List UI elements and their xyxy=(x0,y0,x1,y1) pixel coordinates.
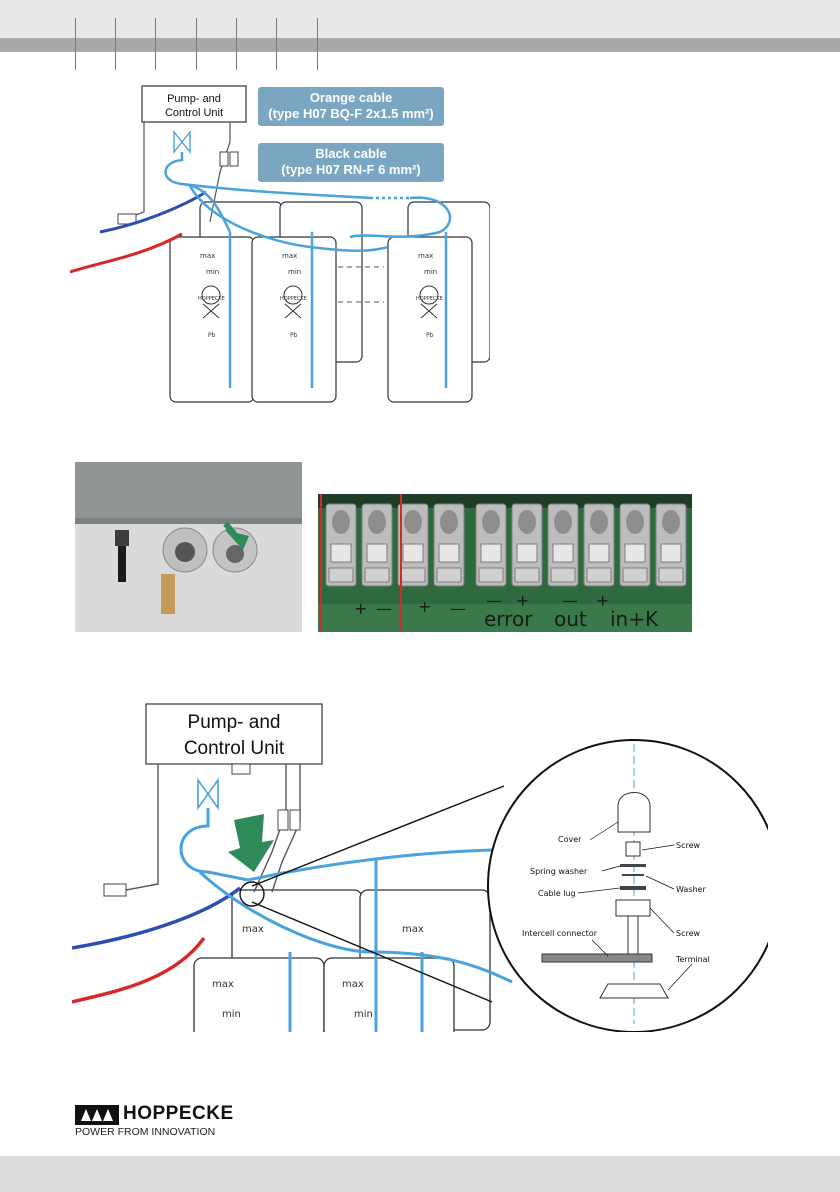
detail-screw-label: Screw xyxy=(676,929,701,938)
footer-logo: HOPPECKE POWER FROM INNOVATION xyxy=(75,1103,233,1138)
header-tick xyxy=(276,18,277,70)
terminal-minus-label: — xyxy=(562,591,578,610)
pump-unit-label: Control Unit xyxy=(165,107,223,119)
highlight-box xyxy=(320,494,402,632)
terminal-clamp xyxy=(511,503,543,587)
recycle-icon xyxy=(201,285,439,319)
header-band-dark xyxy=(0,38,840,52)
header-tick xyxy=(236,18,237,70)
arrow-icon xyxy=(225,530,249,550)
cell-min-label: min xyxy=(424,268,437,276)
cell-brand-label: HOPPECKE xyxy=(280,296,307,302)
cell-max-label: max xyxy=(200,252,215,260)
header-tick xyxy=(155,18,156,70)
brand-tagline: POWER FROM INNOVATION xyxy=(75,1126,216,1138)
orange-cable-callout: Orange cable (type H07 BQ-F 2x1.5 mm²) xyxy=(258,87,444,126)
terminal-minus-label: — xyxy=(450,599,466,618)
terminal-clamp xyxy=(475,503,507,587)
cell-min-label: min xyxy=(206,268,219,276)
terminal-minus-label: — xyxy=(486,591,502,610)
terminal-strip-photo: + — + — — + — + error out in+K xyxy=(318,494,692,632)
cell-pb-label: Pb xyxy=(290,332,298,339)
cell-max-label: max xyxy=(212,979,234,990)
brand-name: HOPPECKE xyxy=(123,1103,234,1124)
terminal-plus-label: + xyxy=(516,591,529,610)
pump-unit-label: Pump- and xyxy=(188,712,281,733)
cell-min-label: min xyxy=(222,1009,241,1020)
terminal-plus-label: + xyxy=(596,591,609,610)
battery-cell xyxy=(169,236,473,403)
pump-unit-label: Pump- and xyxy=(167,93,221,105)
terminal-plus-label: + xyxy=(354,599,367,618)
terminal-clamp xyxy=(619,503,651,587)
detail-cable-lug-label: Cable lug xyxy=(538,889,576,898)
header-tick xyxy=(196,18,197,70)
cell-min-label: min xyxy=(354,1009,373,1020)
orange-cable-title: Orange cable xyxy=(309,90,393,105)
terminal-out-label: out xyxy=(554,607,587,631)
detail-terminal-label: Terminal xyxy=(675,955,710,964)
terminal-clamp xyxy=(547,503,579,587)
terminal-clamp xyxy=(397,503,429,587)
header-tick xyxy=(75,18,76,70)
housing-cable-gland-photo xyxy=(75,462,302,632)
terminal-clamp xyxy=(655,503,687,587)
orange-cable-type: (type H07 BQ-F 2x1.5 mm²) xyxy=(268,106,434,121)
black-cable-title: Black cable xyxy=(315,146,387,161)
terminal-clamp xyxy=(583,503,615,587)
cell-max-label: max xyxy=(342,979,364,990)
hoppecke-logo-icon xyxy=(75,1105,119,1125)
cell-brand-label: HOPPECKE xyxy=(416,296,443,302)
terminal-in-label: in+K xyxy=(610,607,659,631)
black-cable-callout: Black cable (type H07 RN-F 6 mm²) xyxy=(258,143,444,182)
cell-brand-label: HOPPECKE xyxy=(198,296,225,302)
detail-cover-label: Cover xyxy=(558,835,582,844)
terminal-plus-label: + xyxy=(418,597,431,616)
water-hose xyxy=(164,152,452,388)
cell-max-label: max xyxy=(402,924,424,935)
detail-washer-label: Washer xyxy=(676,885,706,894)
cell-max-label: max xyxy=(242,924,264,935)
pump-unit-label: Control Unit xyxy=(184,738,285,759)
cell-max-label: max xyxy=(418,252,433,260)
terminal-minus-label: — xyxy=(376,599,392,618)
cell-pb-label: Pb xyxy=(426,332,434,339)
detail-intercell-connector-label: Intercell connector xyxy=(522,929,598,938)
footer-band xyxy=(0,1156,840,1192)
terminal-clamp xyxy=(433,503,465,587)
header-tick xyxy=(317,18,318,70)
installation-detail-diagram: Pump- and Control Unit max max max max m… xyxy=(72,703,768,1032)
header-tick xyxy=(115,18,116,70)
terminal-error-label: error xyxy=(484,607,533,631)
detail-spring-washer-label: Spring washer xyxy=(530,867,588,876)
black-cable-type: (type H07 RN-F 6 mm²) xyxy=(281,162,421,177)
battery-wiring-diagram: max max max min min min HOPPECKE HOPPECK… xyxy=(70,85,490,403)
header-band-light xyxy=(0,0,840,38)
terminal-clamp xyxy=(325,503,357,587)
arrow-icon xyxy=(228,814,274,872)
cell-max-label: max xyxy=(282,252,297,260)
cell-pb-label: Pb xyxy=(208,332,216,339)
terminal-clamp xyxy=(361,503,393,587)
detail-screw-label: Screw xyxy=(676,841,701,850)
cell-min-label: min xyxy=(288,268,301,276)
